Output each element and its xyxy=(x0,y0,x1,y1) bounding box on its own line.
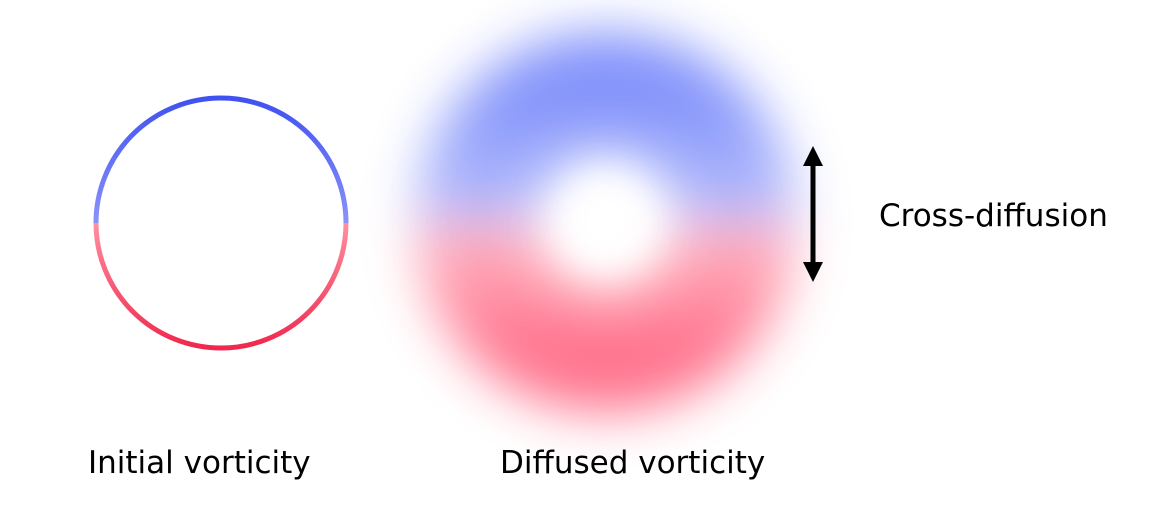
diffused-vorticity-ring xyxy=(416,32,796,412)
cross-diffusion-label: Cross-diffusion xyxy=(879,198,1108,234)
initial-vorticity-ring xyxy=(93,95,349,351)
diffused-vorticity-label: Diffused vorticity xyxy=(500,445,766,481)
initial-vorticity-label: Initial vorticity xyxy=(88,445,311,481)
